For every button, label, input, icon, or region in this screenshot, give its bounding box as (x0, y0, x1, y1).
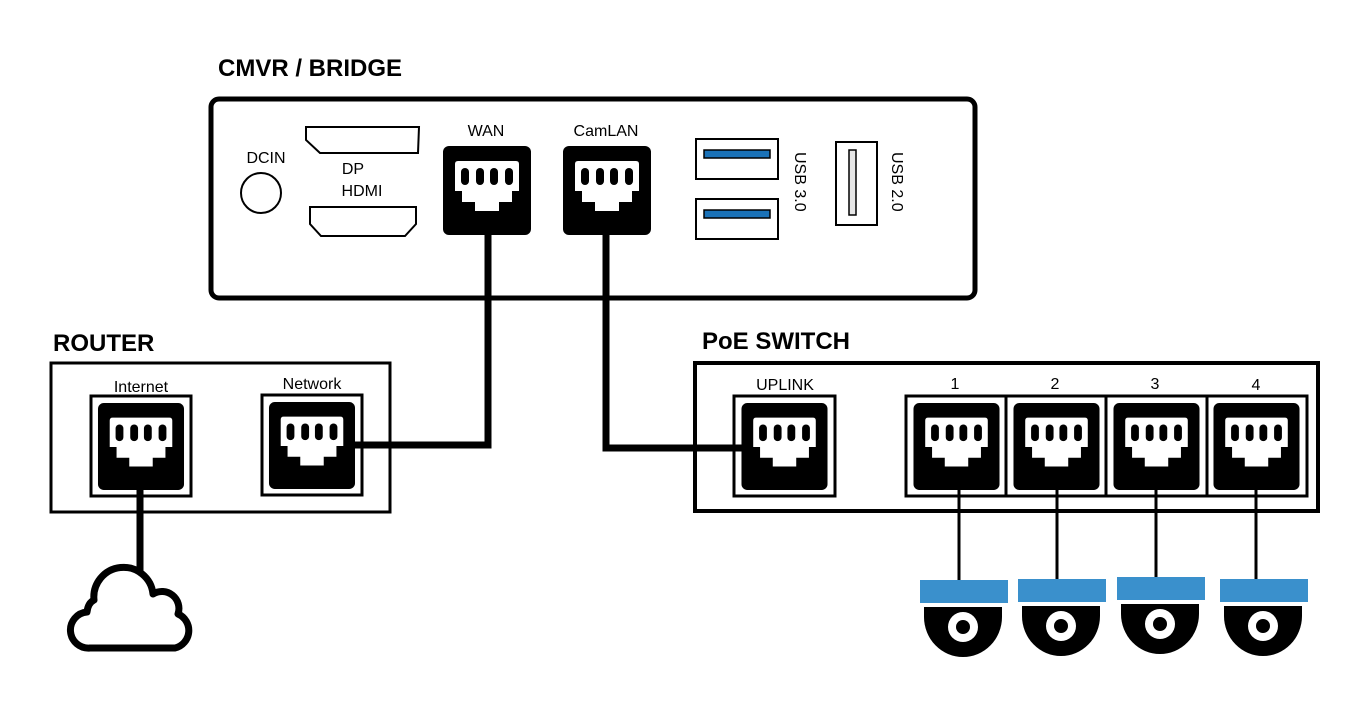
usb3-tongue (703, 149, 771, 159)
hdmi-port-icon (309, 206, 417, 237)
switch-port-3-label: 3 (1151, 376, 1160, 393)
camera-4-dome-camera-icon (1220, 579, 1308, 656)
internet-cloud-icon (66, 563, 193, 652)
hdmi-label: HDMI (342, 183, 383, 200)
usb3-label: USB 3.0 (791, 152, 808, 212)
uplink-port-label: UPLINK (756, 377, 814, 394)
wan-ethernet-port-icon (443, 146, 531, 235)
usb3-port-icon (695, 198, 779, 240)
usb3-tongue (703, 209, 771, 219)
camlan-ethernet-port-icon (563, 146, 651, 235)
cmvr-bridge-device: CMVR / BRIDGE DCIN DP HDMI WAN CamLAN US… (208, 55, 978, 301)
dp-label: DP (342, 161, 364, 178)
switch-port-1-label: 1 (951, 376, 960, 393)
router-title: ROUTER (53, 330, 154, 357)
router-device: ROUTER Internet Network (49, 330, 392, 514)
usb3-port-icon (695, 138, 779, 180)
usb2-tongue (848, 149, 857, 216)
network-port-label: Network (283, 376, 343, 393)
displayport-icon (305, 126, 421, 154)
switch-port-1-ethernet-icon (913, 403, 1000, 490)
switch-title: PoE SWITCH (702, 328, 850, 355)
switch-port-3-ethernet-icon (1113, 403, 1200, 490)
camera-2-dome-camera-icon (1018, 579, 1106, 656)
wan-label: WAN (468, 123, 505, 140)
cable-camlan-to-switch-uplink (602, 234, 742, 452)
usb2-label: USB 2.0 (888, 152, 905, 212)
cmvr-title: CMVR / BRIDGE (218, 55, 402, 82)
network-ethernet-port-icon (268, 402, 356, 489)
dcin-port-icon (240, 172, 282, 214)
internet-ethernet-port-icon (97, 403, 185, 490)
switch-port-4-label: 4 (1252, 377, 1261, 394)
switch-port-4-ethernet-icon (1213, 403, 1300, 490)
internet-port-label: Internet (114, 379, 169, 396)
cable-wan-to-router-network (355, 234, 492, 449)
switch-port-2-label: 2 (1051, 376, 1060, 393)
camlan-label: CamLAN (574, 123, 639, 140)
camera-3-dome-camera-icon (1117, 577, 1205, 654)
dcin-label: DCIN (246, 150, 285, 167)
uplink-ethernet-port-icon (741, 403, 828, 490)
poe-switch-device: PoE SWITCH UPLINK 1 2 3 4 (693, 328, 1320, 513)
switch-port-2-ethernet-icon (1013, 403, 1100, 490)
camera-1-dome-camera-icon (920, 580, 1008, 657)
